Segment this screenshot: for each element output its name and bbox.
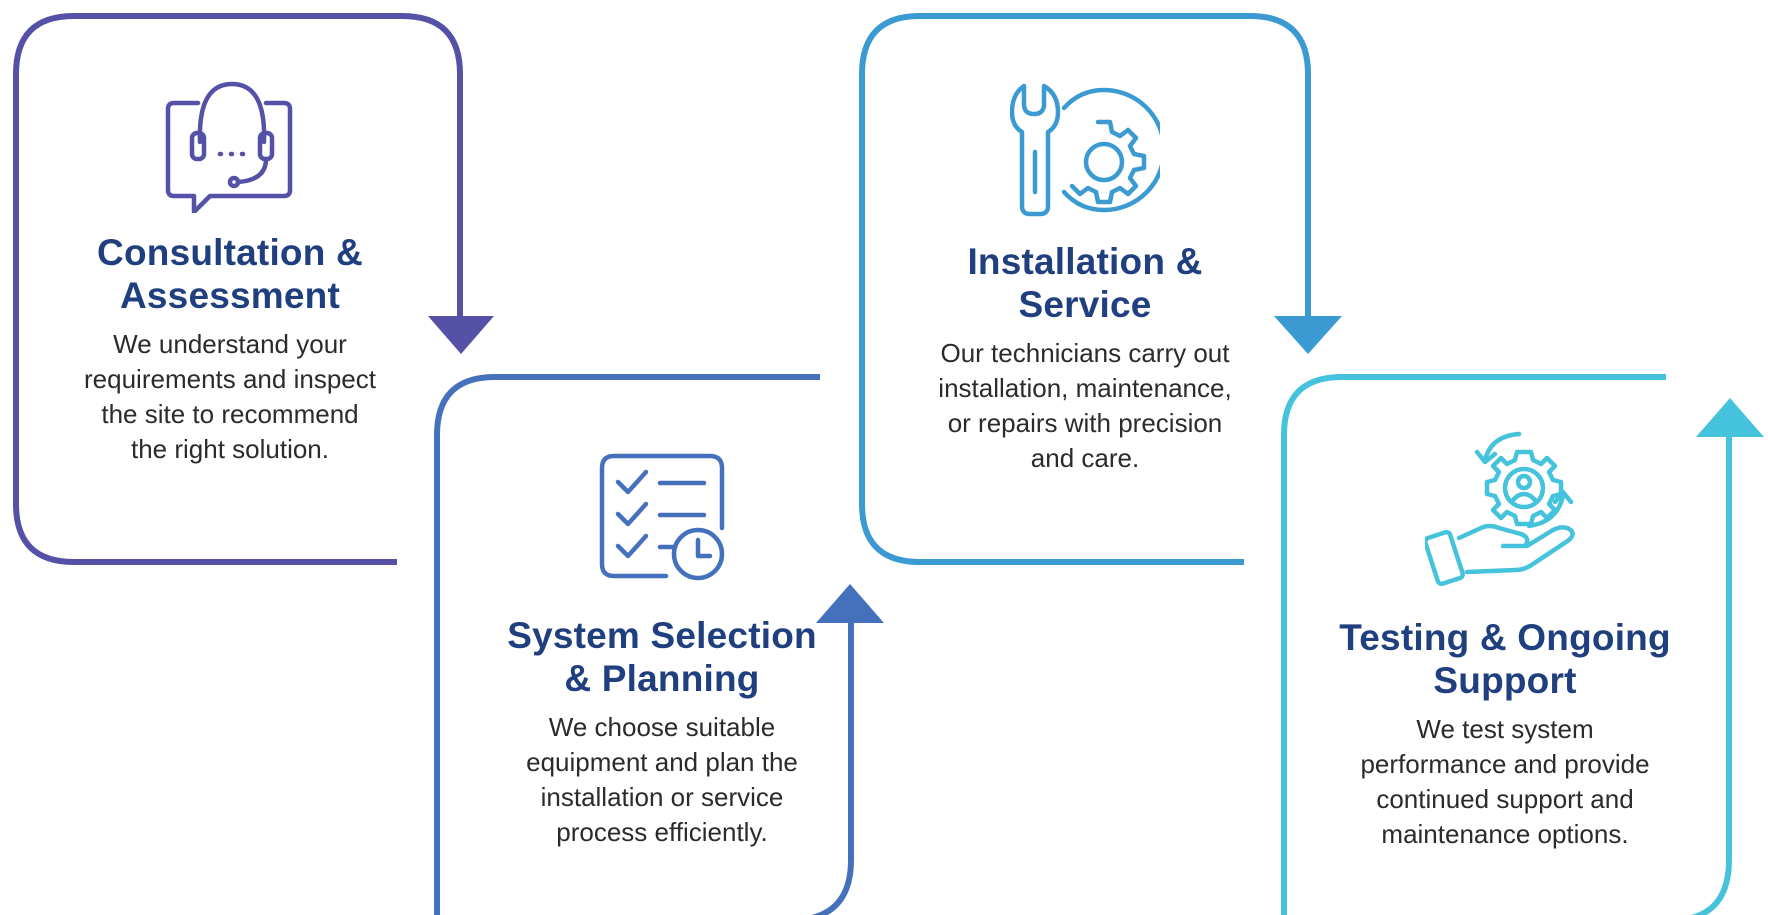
step1-desc-line3: the site to recommend bbox=[101, 399, 359, 429]
step4-frame bbox=[1281, 374, 1666, 915]
step1-title-line1: Consultation & bbox=[97, 232, 363, 273]
step-consultation: Consultation &Assessment We understand y… bbox=[40, 78, 420, 467]
step3-desc-line2: installation, maintenance, bbox=[938, 373, 1232, 403]
step2-desc-line1: We choose suitable bbox=[548, 712, 776, 742]
step2-frame-right bbox=[811, 620, 854, 915]
step1-desc-line4: the right solution. bbox=[130, 434, 329, 464]
step3-title-line1: Installation & bbox=[967, 241, 1203, 282]
step4-arrow-up bbox=[1696, 398, 1764, 437]
step4-title-line1: Testing & Ongoing bbox=[1339, 617, 1671, 658]
step3-title-line2: Service bbox=[1018, 284, 1152, 325]
wrench-gear-icon bbox=[1010, 83, 1160, 217]
step2-frame bbox=[434, 374, 820, 915]
step2-desc-line4: process efficiently. bbox=[556, 817, 768, 847]
step3-desc-line4: and care. bbox=[1030, 443, 1140, 473]
step4-title-line2: Support bbox=[1433, 660, 1577, 701]
step4-desc-line1: We test system bbox=[1416, 714, 1594, 744]
step4-frame-right bbox=[1690, 435, 1732, 915]
step2-desc-line3: installation or service bbox=[540, 782, 784, 812]
step2-desc-line2: equipment and plan the bbox=[526, 747, 798, 777]
checklist-clock-icon bbox=[599, 453, 725, 581]
step3-desc-line1: Our technicians carry out bbox=[940, 338, 1230, 368]
headset-chat-icon bbox=[165, 81, 293, 213]
step4-desc-line2: performance and provide bbox=[1360, 749, 1650, 779]
step1-frame bbox=[13, 13, 463, 565]
step2-arrow-up bbox=[816, 584, 884, 623]
step-installation: Installation &Service Our technicians ca… bbox=[890, 82, 1280, 476]
step3-desc-line3: or repairs with precision bbox=[947, 408, 1223, 438]
step1-desc-line2: requirements and inspect bbox=[84, 364, 376, 394]
step-system-selection: System Selection& Planning We choose sui… bbox=[472, 450, 852, 850]
step1-arrow-down bbox=[428, 316, 494, 354]
step3-frame bbox=[859, 13, 1311, 565]
step2-title-line2: & Planning bbox=[564, 658, 760, 699]
step2-title-line1: System Selection bbox=[507, 615, 817, 656]
step4-desc-line3: continued support and bbox=[1376, 784, 1634, 814]
step1-title-line2: Assessment bbox=[119, 275, 340, 316]
step4-desc-line4: maintenance options. bbox=[1381, 819, 1629, 849]
hand-gear-support-icon bbox=[1425, 431, 1575, 587]
step1-desc-line1: We understand your bbox=[113, 329, 347, 359]
step3-arrow-down bbox=[1274, 316, 1342, 354]
